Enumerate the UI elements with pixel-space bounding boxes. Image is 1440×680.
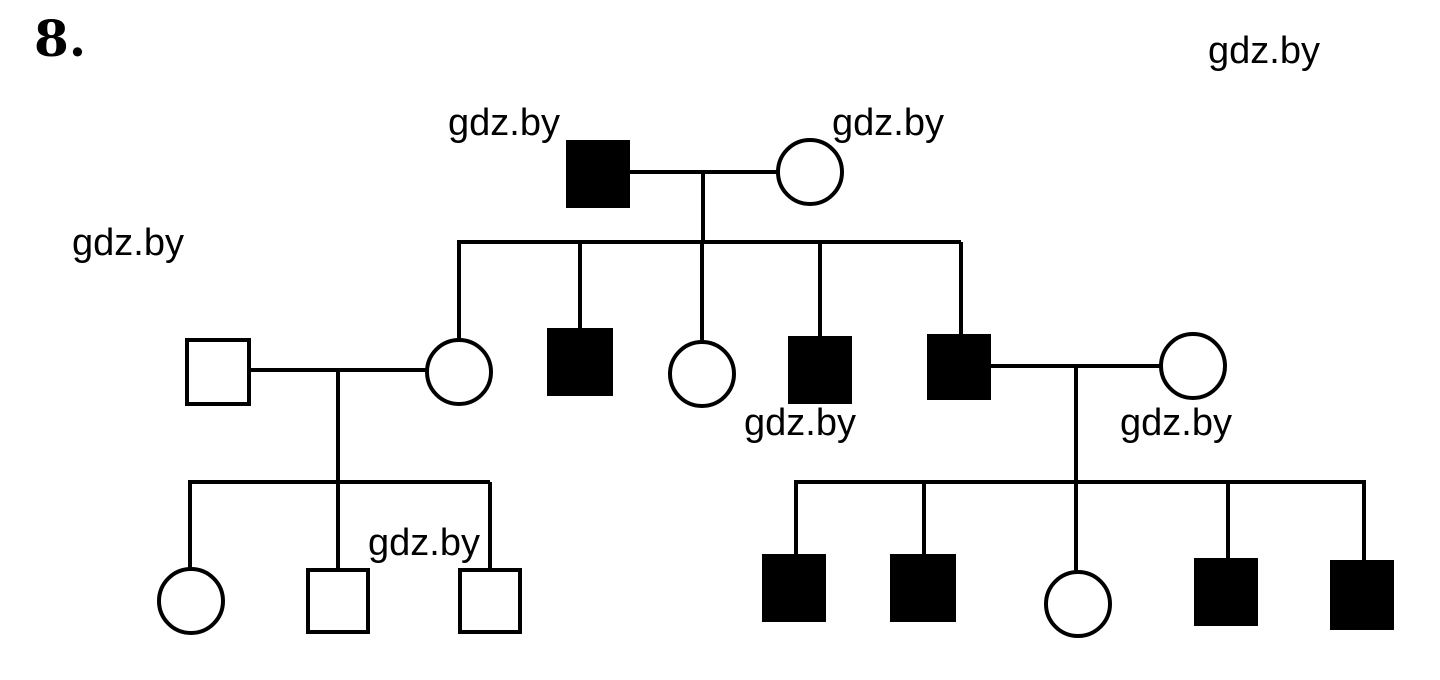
watermark-center: gdz.by <box>744 402 856 444</box>
gen1-mother-unaffected-female <box>776 138 844 206</box>
gen3-left-son-2-unaffected-male <box>458 568 522 634</box>
gen2-daughter-unaffected-female <box>425 338 493 406</box>
gen1-father-affected-male <box>566 140 630 208</box>
watermark-right: gdz.by <box>1120 402 1232 444</box>
pedigree-lines <box>188 170 1366 572</box>
gen2-wife-unaffected-female <box>1159 332 1227 400</box>
gen2-daughter-2-unaffected-female <box>668 340 736 408</box>
watermark-bottom-left: gdz.by <box>368 522 480 564</box>
watermark-father: gdz.by <box>448 102 560 144</box>
watermark-top-right: gdz.by <box>1208 30 1320 72</box>
gen3-right-son-1-affected-male <box>762 554 826 622</box>
gen3-right-son-2-affected-male <box>890 554 956 622</box>
task-number: 8. <box>34 9 87 68</box>
gen3-right-daughter-unaffected-female <box>1044 570 1112 638</box>
watermark-left: gdz.by <box>72 222 184 264</box>
gen2-son-2-affected-male <box>788 336 852 404</box>
gen2-son-1-affected-male <box>547 328 613 396</box>
gen3-right-son-3-affected-male <box>1194 558 1258 626</box>
gen2-son-3-affected-male <box>927 334 991 400</box>
gen2-husband-unaffected-male <box>185 338 251 406</box>
gen3-left-daughter-unaffected-female <box>157 567 225 635</box>
gen3-right-son-4-affected-male <box>1330 560 1394 630</box>
watermark-mother: gdz.by <box>832 102 944 144</box>
gen3-left-son-1-unaffected-male <box>306 568 370 634</box>
